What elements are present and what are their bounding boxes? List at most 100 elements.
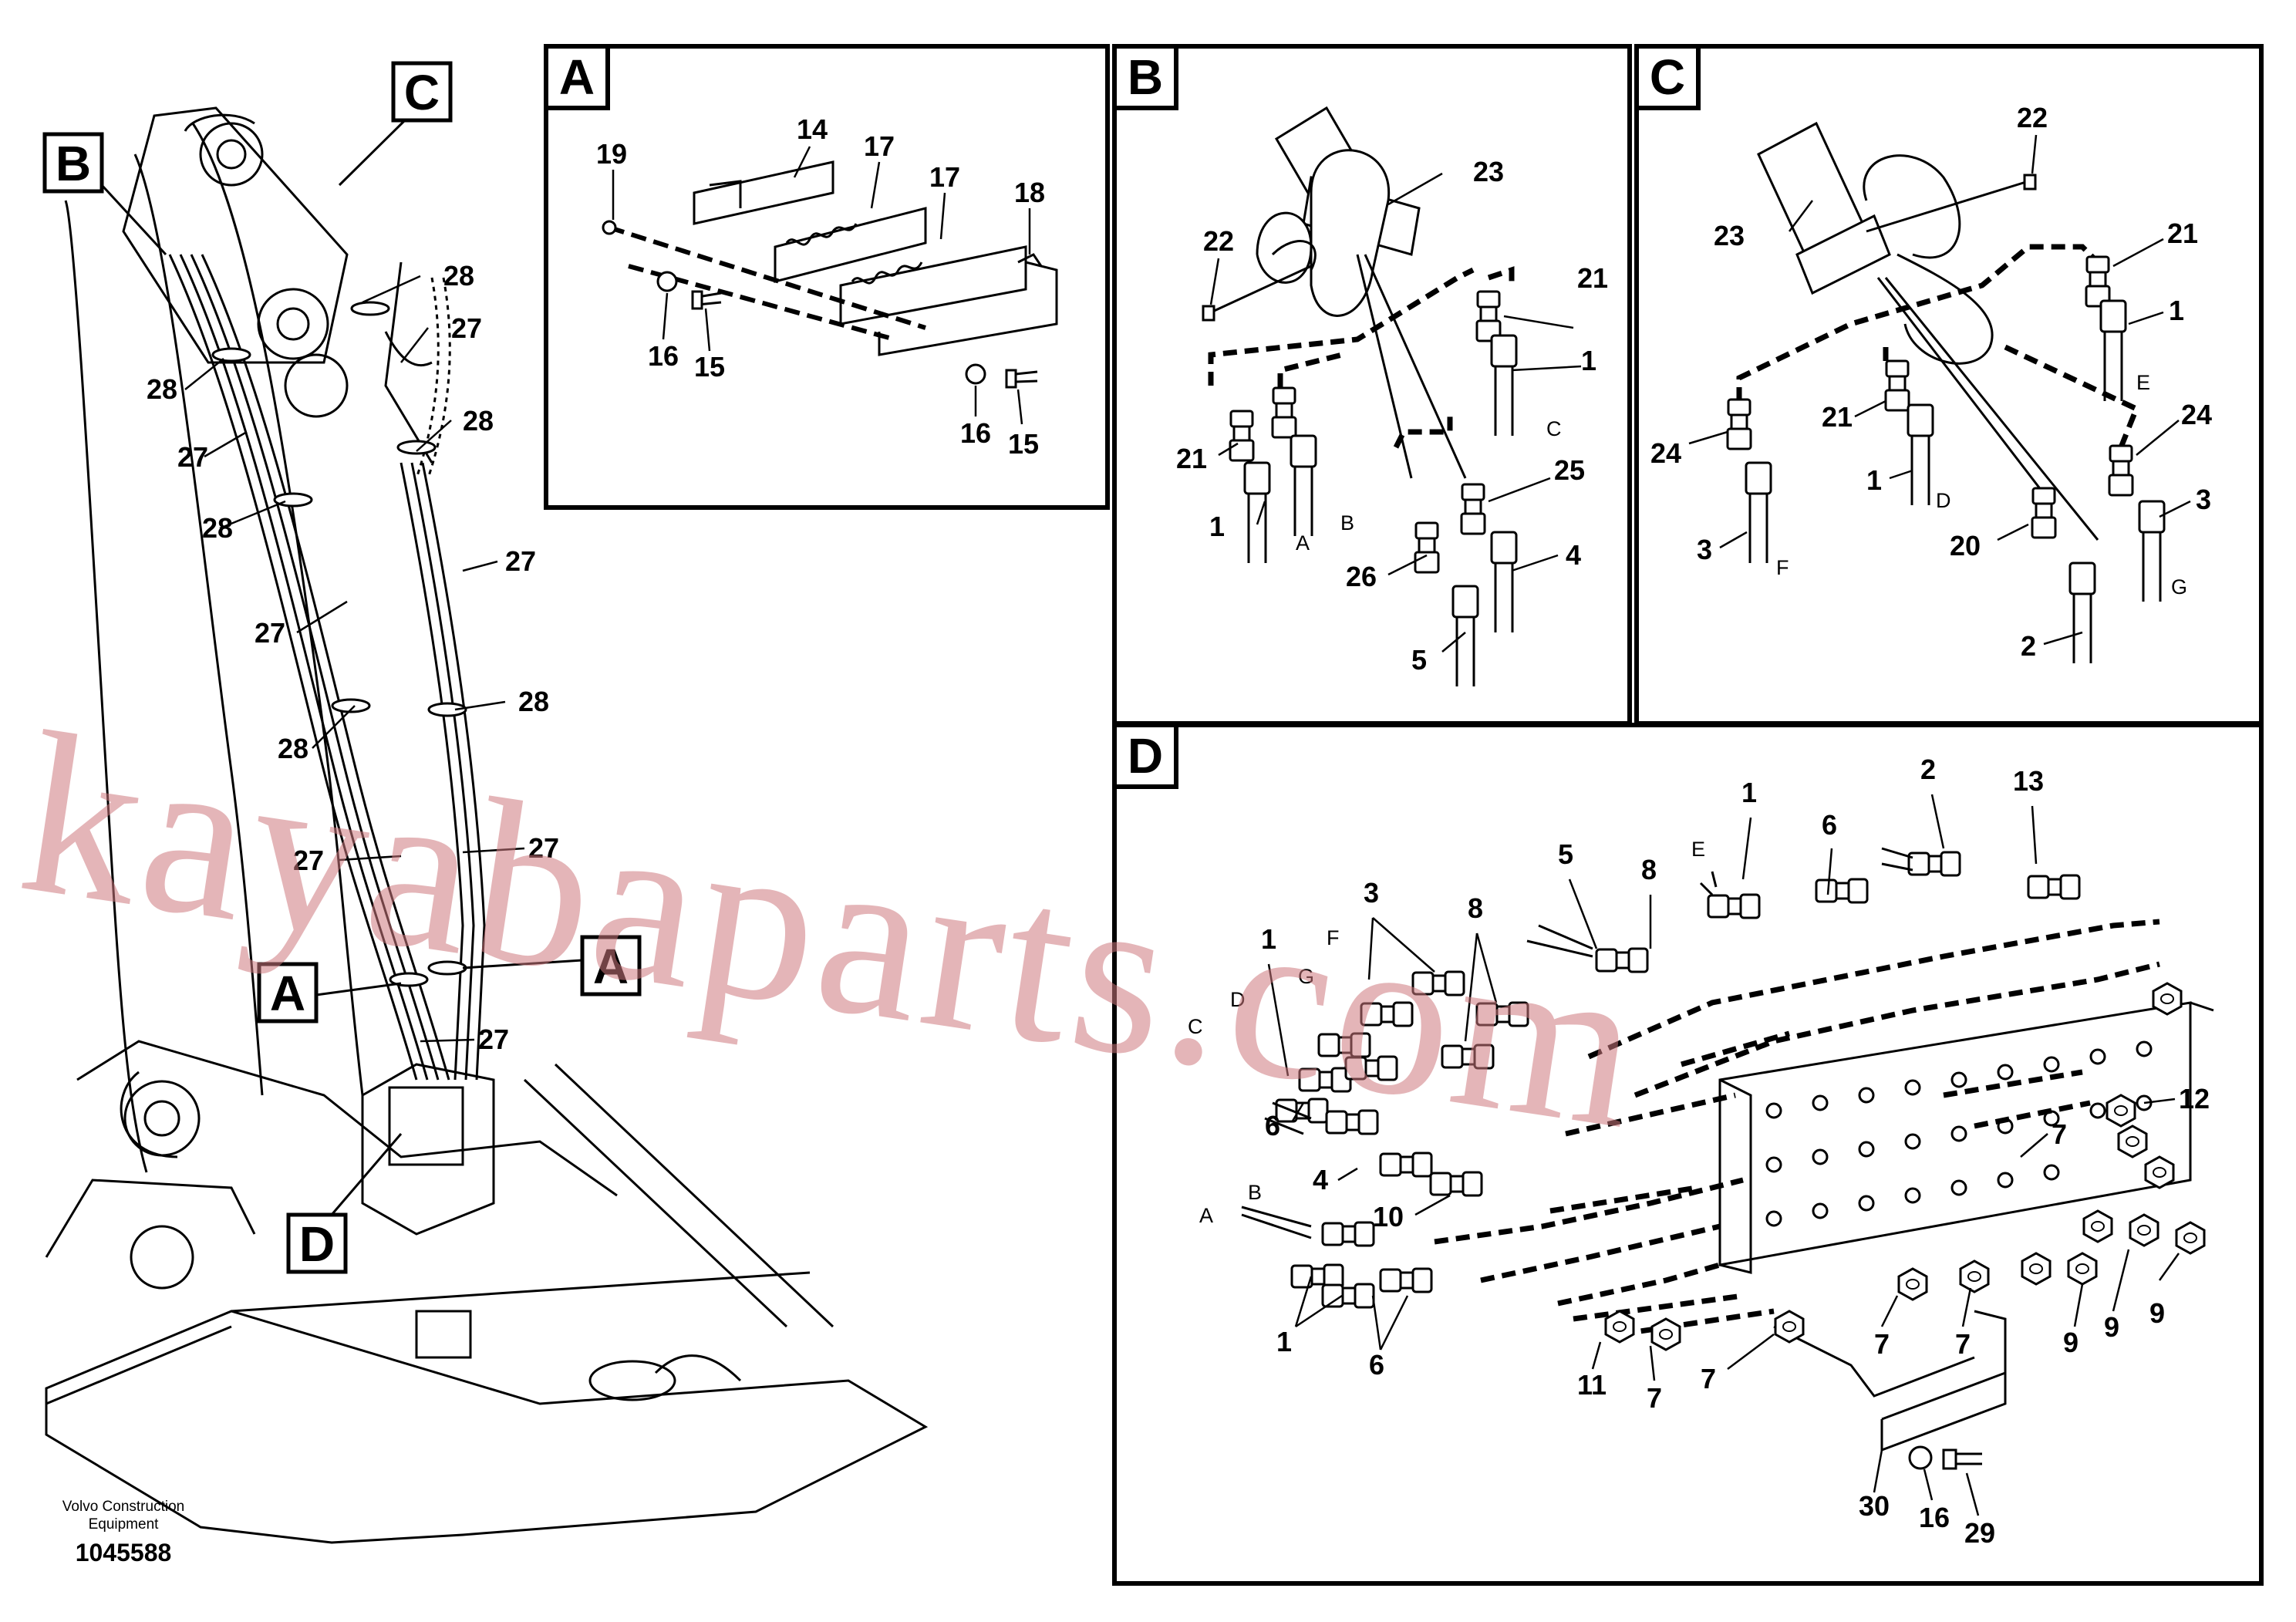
callout-7: 7 [1647,1382,1662,1414]
callout-20: 20 [1950,530,1981,561]
callout-7: 7 [1701,1363,1716,1394]
panel-frames [544,44,2264,1586]
callout-3: 3 [1364,877,1379,909]
callout-27: 27 [478,1023,509,1055]
callout-9: 9 [2063,1327,2079,1358]
callout-8: 8 [1468,892,1483,924]
hose-bundle [168,254,486,1081]
callout-21: 21 [1822,401,1853,433]
brand-line-1: Volvo Construction [62,1499,185,1515]
view-b-label: B [56,136,91,191]
hose-letter-f: F [1327,926,1340,949]
callout-1: 1 [1261,923,1276,955]
callout-13: 13 [2013,765,2044,797]
callout-1: 1 [1276,1326,1292,1357]
callout-29: 29 [1964,1517,1995,1549]
hose-letter-c: C [1188,1015,1203,1038]
brand-line-2: Equipment [88,1516,159,1533]
callout-9: 9 [2104,1311,2119,1343]
callout-3: 3 [2196,484,2211,515]
panel-b-label: B [1128,49,1163,105]
callout-21: 21 [1176,443,1207,474]
drawing-number: 1045588 [75,1539,172,1566]
panel-labels: A B C D [544,44,1701,789]
callout-5: 5 [1411,644,1427,676]
callout-1: 1 [1581,345,1596,376]
callout-2: 2 [1920,754,1936,785]
callout-21: 21 [1577,262,1608,294]
panel-c-callouts: 22 23 21 1 21 24 1 24 3 20 3 2 E D F G [1650,102,2212,662]
callout-15: 15 [1008,428,1039,460]
callout-12: 12 [2179,1083,2210,1114]
callout-7: 7 [1874,1328,1890,1360]
callout-28: 28 [147,373,177,405]
view-a-left-box[interactable] [257,962,319,1023]
callout-18: 18 [1014,177,1045,208]
view-c-box[interactable] [391,61,453,123]
overview-callouts: B C A A D 28 27 28 27 [42,61,642,1274]
callout-26: 26 [1346,561,1377,592]
callout-6: 6 [1369,1349,1384,1381]
panel-d-label: D [1128,728,1163,784]
callout-1: 1 [1741,777,1757,808]
view-d-box[interactable] [286,1212,348,1274]
view-d-label: D [299,1216,335,1272]
hose-letter-a: A [1199,1204,1213,1227]
hose-letter-e: E [2136,371,2150,394]
callout-8: 8 [1641,854,1657,885]
callout-15: 15 [694,351,725,383]
hose-letter-d: D [1936,489,1951,512]
view-a-right-box[interactable] [580,935,642,996]
callout-7: 7 [1955,1328,1971,1360]
callout-28: 28 [443,260,474,292]
callout-1: 1 [1866,464,1882,496]
hose-letter-c: C [1546,417,1562,440]
callout-4: 4 [1313,1164,1328,1195]
callout-27: 27 [528,832,559,864]
panel-c-drawing [1688,121,2191,665]
panel-d-callouts: 2 13 1 6 5 8 3 1 8 6 4 10 1 6 12 7 11 7 … [1188,754,2210,1549]
panel-b-drawing [1202,106,1582,688]
callout-14: 14 [797,113,828,145]
callout-27: 27 [505,545,536,577]
callout-10: 10 [1373,1201,1404,1233]
callout-2: 2 [2021,630,2036,662]
panel-d-drawing [1241,794,2214,1516]
view-a-right-label: A [593,939,629,994]
panel-c-label: C [1650,49,1685,105]
callout-23: 23 [1714,220,1745,251]
callout-28: 28 [202,512,233,544]
callout-30: 30 [1859,1490,1890,1522]
panel-b-callouts: 23 22 21 1 21 1 25 26 4 5 A B C [1176,156,1608,676]
hose-letter-e: E [1691,838,1705,861]
callout-9: 9 [2149,1297,2165,1329]
callout-25: 25 [1554,454,1585,486]
callout-27: 27 [451,312,482,344]
callout-27: 27 [293,845,324,876]
callout-1: 1 [2169,295,2184,326]
callout-28: 28 [518,686,549,717]
callout-17: 17 [864,130,895,162]
callout-16: 16 [648,340,679,372]
callout-28: 28 [278,733,308,764]
callout-6: 6 [1265,1110,1280,1141]
callout-16: 16 [1919,1502,1950,1533]
panel-a-callouts: 19 14 17 17 18 16 15 16 15 [596,113,1045,460]
callout-6: 6 [1822,809,1837,841]
hose-letter-b: B [1340,511,1354,534]
hose-letter-g: G [1298,965,1314,988]
callout-3: 3 [1697,534,1712,565]
view-b-box[interactable] [42,132,104,194]
callout-24: 24 [2181,399,2212,430]
view-c-label: C [404,65,440,120]
callout-23: 23 [1473,156,1504,187]
panel-a-label: A [559,49,595,105]
callout-27: 27 [177,441,208,473]
callout-7: 7 [2052,1118,2067,1150]
hose-letter-a: A [1296,531,1310,555]
panel-a-drawing [602,146,1058,425]
hose-letter-b: B [1248,1181,1262,1204]
callout-22: 22 [2017,102,2048,133]
callout-11: 11 [1577,1369,1607,1401]
